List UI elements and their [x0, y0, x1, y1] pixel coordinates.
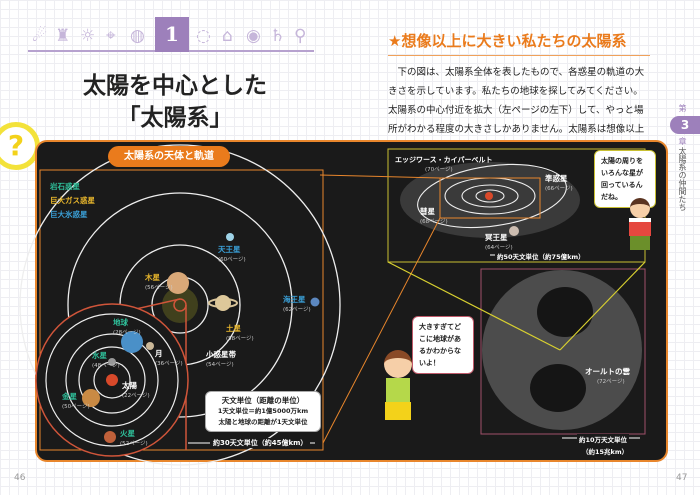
- label-asteroid-belt: 小惑星帯(54ページ): [206, 350, 236, 368]
- page-number-left: 46: [14, 473, 26, 483]
- saturn: [215, 295, 231, 311]
- legend-ice-giant: 巨大氷惑星: [50, 210, 88, 219]
- mercury: [108, 358, 116, 366]
- oort-cloud: [482, 270, 642, 430]
- inner-system-frame: [39, 169, 324, 451]
- mars: [104, 431, 116, 443]
- uranus: [226, 233, 234, 241]
- venus: [82, 389, 100, 407]
- earth-orbit: [65, 333, 159, 427]
- label-mars: 火星(52ページ): [120, 429, 148, 447]
- neptune-orbit: [19, 144, 341, 466]
- side-tab-title: 太陽系の仲間たち: [678, 147, 687, 211]
- label-uranus: 天王星(60ページ): [218, 245, 246, 263]
- earth-icon: ◍: [130, 26, 145, 46]
- comet-icon: ☄: [32, 26, 48, 46]
- label-dwarf-planet: 準惑星(66ページ): [545, 174, 573, 192]
- oort-frame: [480, 268, 646, 435]
- label-neptune: 海王星(62ページ): [283, 295, 311, 313]
- label-oort: オールトの雲(72ページ): [585, 367, 630, 385]
- uranus-orbit: [67, 192, 293, 418]
- scale-oort-2: （約15兆km）: [582, 448, 629, 456]
- legend-rocky: 岩石惑星: [50, 182, 80, 191]
- page-title-line2: 「太陽系」: [117, 105, 233, 131]
- girl-speech-bubble: 大きすぎてどこに地球があるかわからないよ！: [412, 316, 474, 374]
- sun: [106, 374, 118, 386]
- observatory-icon: ⌂: [222, 26, 233, 46]
- page-title-line1: 太陽を中心とした: [83, 73, 267, 99]
- mars-orbit: [45, 313, 179, 447]
- scale-inner: 約30天文単位（約45億km）: [210, 438, 311, 448]
- label-pluto: 冥王星(64ページ): [485, 233, 513, 251]
- side-tab-suffix: 章: [678, 137, 687, 146]
- side-tab-prefix: 第: [678, 104, 687, 113]
- pluto: [509, 226, 519, 236]
- saturn-icon: ♄: [270, 26, 286, 46]
- au-line1: 1天文単位＝約1億5000万km: [217, 407, 309, 415]
- telescope-icon: ⌖: [106, 26, 116, 46]
- scale-kuiper: 約50天文単位（約75億km）: [495, 251, 587, 261]
- au-info-box: 天文単位（距離の単位） 1天文単位＝約1億5000万km 太陽と地球の距離が1天…: [205, 391, 321, 432]
- chapter-side-tab[interactable]: 第 3 章 太陽系の仲間たち: [665, 103, 700, 211]
- jupiter: [167, 272, 189, 294]
- panel-title: 太陽系の天体と軌道: [108, 146, 230, 167]
- boy-speech-bubble: 太陽の周りをいろんな星が回っているんだね。: [594, 150, 656, 208]
- antenna-icon: ⚲: [294, 26, 307, 46]
- jupiter-icon: ◉: [246, 26, 261, 46]
- label-venus: 金星(50ページ): [62, 392, 90, 410]
- label-jupiter: 木星(56ページ): [145, 273, 173, 291]
- venus-orbit: [78, 346, 146, 414]
- label-saturn: 土星(58ページ): [226, 324, 254, 342]
- label-comet: 彗星(68ページ): [420, 207, 448, 225]
- kuiper-belt: [400, 162, 580, 238]
- au-line2: 太陽と地球の距離が1天文単位: [218, 418, 308, 426]
- legend-gas-giant: 巨大ガス惑星: [50, 196, 95, 205]
- asteroid-belt: [162, 287, 198, 323]
- moon: [146, 342, 154, 350]
- section-heading: ★想像以上に大きい私たちの太陽系: [388, 30, 650, 56]
- girl-illustration: [380, 350, 416, 450]
- scale-oort-1: 約10万天文単位: [577, 434, 630, 444]
- lander-icon: ♜: [55, 26, 71, 46]
- chapter-number: 1: [155, 17, 189, 52]
- side-tab-number: 3: [670, 116, 700, 134]
- au-title: 天文単位（距離の単位）: [221, 396, 305, 405]
- neptune: [310, 297, 320, 307]
- label-moon: 月(36ページ): [155, 349, 183, 367]
- earth: [121, 331, 143, 353]
- label-earth: 地球(28ページ): [113, 318, 141, 336]
- label-mercury: 水星(48ページ): [92, 351, 120, 369]
- sun-icon: ☼: [80, 26, 96, 46]
- label-kuiper: エッジワース・カイパーベルト(70ページ): [395, 156, 493, 173]
- page-number-right: 47: [676, 473, 688, 483]
- label-sun: 太陽(22ページ): [122, 381, 150, 399]
- moon-icon: ◌: [196, 26, 211, 46]
- boy-illustration: [622, 198, 658, 260]
